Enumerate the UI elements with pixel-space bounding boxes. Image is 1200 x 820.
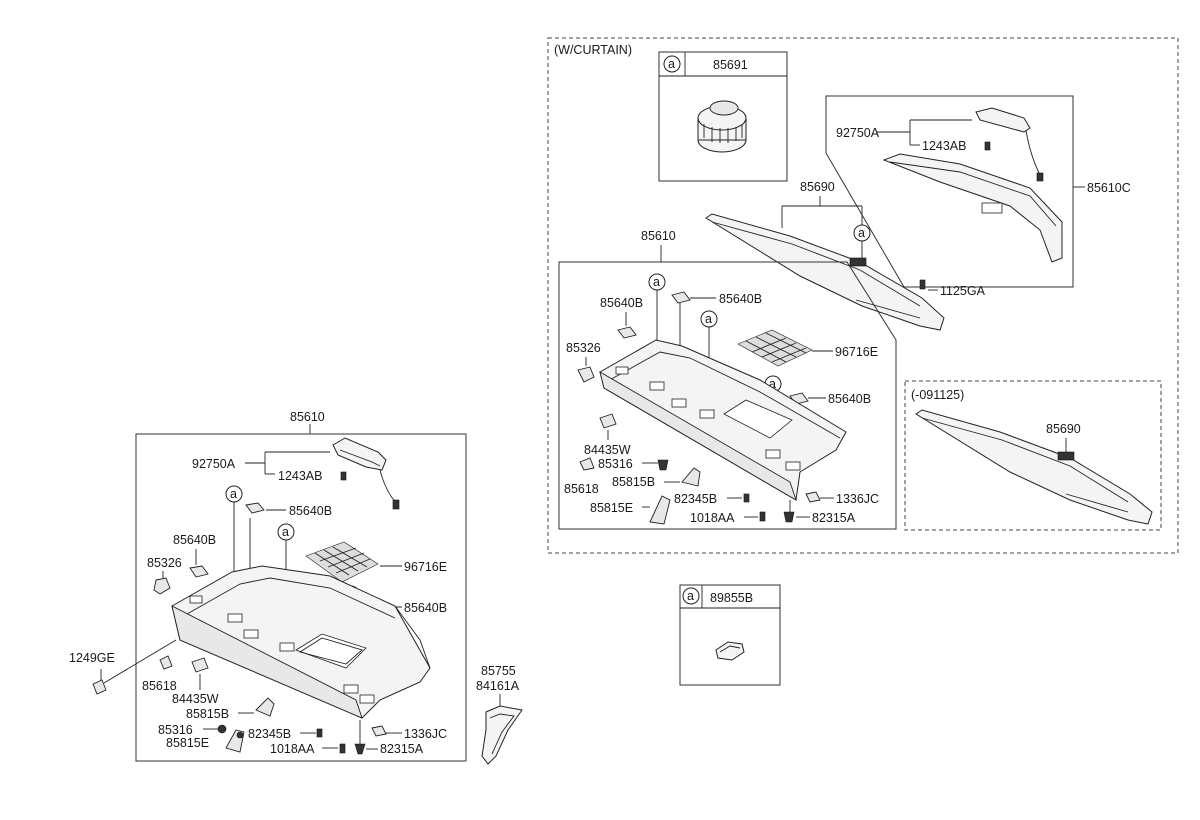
callout-curtain-82315a: 82315A xyxy=(812,511,856,525)
clip-icon xyxy=(354,743,366,755)
callout-trim-84161a: 84161A xyxy=(476,679,520,693)
svg-text:a: a xyxy=(858,226,865,240)
callout-curtain-85815b: 85815B xyxy=(612,475,655,489)
callout-curtain-84435w: 84435W xyxy=(584,443,631,457)
screw-icon xyxy=(316,728,323,738)
callout-curtain-1125ga: 1125GA xyxy=(940,284,986,298)
callout-curtain-85610: 85610 xyxy=(641,229,676,243)
nut-icon xyxy=(217,724,227,734)
svg-text:a: a xyxy=(230,487,237,501)
callout-left-85815b: 85815B xyxy=(186,707,229,721)
side-trim: 85755 84161A xyxy=(476,664,523,765)
callout-left-85316: 85316 xyxy=(158,723,193,737)
callout-left-84435w: 84435W xyxy=(172,692,219,706)
callout-left-82315a: 82315A xyxy=(380,742,424,756)
high-mount-stop-lamp xyxy=(332,437,400,510)
callout-left-85326: 85326 xyxy=(147,556,182,570)
callout-left-82345b: 82345B xyxy=(248,727,291,741)
callout-left-1336jc: 1336JC xyxy=(404,727,447,741)
part-box-85691: a 85691 xyxy=(658,51,788,182)
ref-circle: a xyxy=(277,523,295,645)
callout-curtain-96716e: 96716E xyxy=(835,345,878,359)
gear-icon xyxy=(697,100,747,153)
svg-text:a: a xyxy=(705,312,712,326)
callout-left-92750a: 92750A xyxy=(192,457,236,471)
callout-left-85618: 85618 xyxy=(142,679,177,693)
callout-curtain-85640b-c: 85640B xyxy=(828,392,871,406)
part-box-89855b: a 89855B xyxy=(679,584,781,686)
callout-curtain-85690: 85690 xyxy=(800,180,835,194)
callout-curtain-85640b-b: 85640B xyxy=(719,292,762,306)
callout-curtain-1018aa: 1018AA xyxy=(690,511,735,525)
left-assembly-frame xyxy=(135,433,467,762)
svg-text:a: a xyxy=(282,525,289,539)
curtain-group: (W/CURTAIN) a 85691 xyxy=(547,37,1179,554)
left-assembly: 85610 92750A 1243AB a a a xyxy=(69,410,467,762)
callout-left-85640b-right: 85640B xyxy=(404,601,447,615)
curtain-group-frame xyxy=(547,37,1179,554)
callout-left-85640b-left: 85640B xyxy=(173,533,216,547)
sunshade-curtain: 85690 a 1125GA xyxy=(705,180,986,331)
svg-text:a: a xyxy=(687,589,694,603)
callout-left-1249ge: 1249GE xyxy=(69,651,115,665)
callout-curtain-92750a: 92750A xyxy=(836,126,880,140)
callout-left-1018aa: 1018AA xyxy=(270,742,315,756)
bolt-icon xyxy=(236,731,244,739)
callout-left-1243ab: 1243AB xyxy=(278,469,322,483)
variant-box: (-091125) 85690 xyxy=(904,380,1162,531)
inner-tray-box: 85610 a a a 85640B 85640B 85326 xyxy=(558,229,897,530)
variant-title: (-091125) xyxy=(911,388,964,402)
callout-trim-85755: 85755 xyxy=(481,664,516,678)
screw-icon xyxy=(339,743,346,754)
callout-left-85640b-top: 85640B xyxy=(289,504,332,518)
speaker-grille xyxy=(305,541,379,583)
callout-left-96716e: 96716E xyxy=(404,560,447,574)
callout-curtain-85610c: 85610C xyxy=(1087,181,1131,195)
callout-89855b: 89855B xyxy=(710,591,753,605)
callout-curtain-85691: 85691 xyxy=(713,58,748,72)
callout-curtain-82345b: 82345B xyxy=(674,492,717,506)
package-tray xyxy=(599,339,847,501)
callout-curtain-85316: 85316 xyxy=(598,457,633,471)
package-tray xyxy=(171,565,431,719)
plug-icon xyxy=(715,641,745,661)
speaker-grille xyxy=(737,329,813,367)
callout-curtain-85640b-a: 85640B xyxy=(600,296,643,310)
callout-variant-85690: 85690 xyxy=(1046,422,1081,436)
callout-curtain-85815e: 85815E xyxy=(590,501,633,515)
callout-curtain-85326: 85326 xyxy=(566,341,601,355)
callout-curtain-1243ab: 1243AB xyxy=(922,139,966,153)
curtain-title: (W/CURTAIN) xyxy=(554,43,632,57)
callout-left-85815e: 85815E xyxy=(166,736,209,750)
svg-text:a: a xyxy=(668,57,675,71)
callout-left-main: 85610 xyxy=(290,410,325,424)
part-box-85610c: 92750A 1243AB 85610C xyxy=(825,95,1131,288)
svg-text:a: a xyxy=(653,275,660,289)
screw-icon xyxy=(340,471,347,481)
callout-curtain-85618: 85618 xyxy=(564,482,599,496)
callout-curtain-1336jc: 1336JC xyxy=(836,492,879,506)
svg-text:a: a xyxy=(769,377,776,391)
